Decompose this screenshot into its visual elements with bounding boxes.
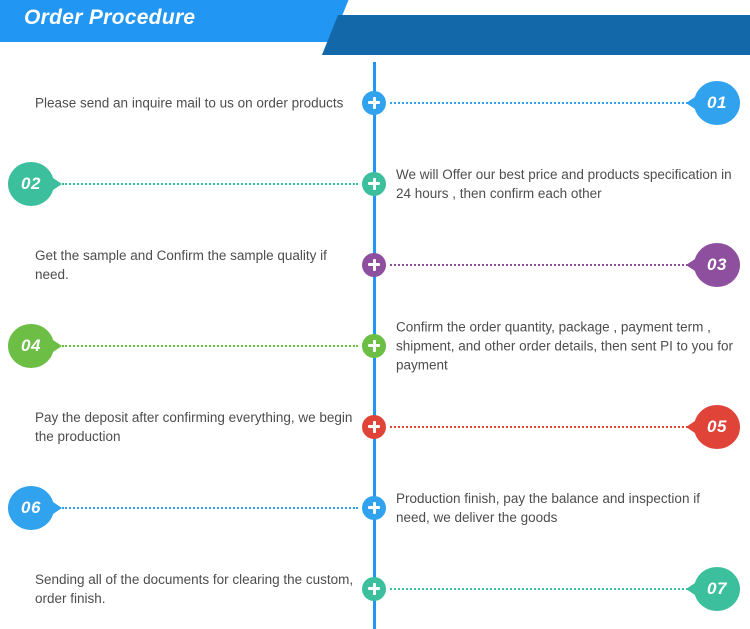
step-number-label: 05 bbox=[707, 416, 727, 436]
timeline-step-row: Please send an inquire mail to us on ord… bbox=[0, 62, 750, 143]
page-header: Order Procedure bbox=[0, 0, 750, 62]
step-number-badge: 07 bbox=[686, 566, 740, 611]
step-number-badge: 02 bbox=[8, 161, 62, 206]
header-band-dark bbox=[321, 15, 750, 55]
timeline-step-row: Sending all of the documents for clearin… bbox=[0, 548, 750, 629]
step-connector-line bbox=[62, 506, 358, 509]
plus-circle-icon bbox=[362, 333, 386, 358]
step-connector-line bbox=[390, 587, 688, 590]
step-number-label: 01 bbox=[707, 92, 727, 112]
step-connector-line bbox=[62, 182, 358, 185]
step-number-badge: 04 bbox=[8, 323, 62, 368]
step-number-badge: 03 bbox=[686, 242, 740, 287]
plus-circle-icon bbox=[362, 90, 386, 115]
step-description: Confirm the order quantity, package , pa… bbox=[396, 319, 733, 372]
page-title: Order Procedure bbox=[24, 6, 196, 29]
step-number-badge: 05 bbox=[686, 404, 740, 449]
step-description: Production finish, pay the balance and i… bbox=[396, 490, 700, 525]
step-description: Sending all of the documents for clearin… bbox=[35, 571, 354, 606]
step-number-label: 02 bbox=[21, 173, 41, 193]
step-description: We will Offer our best price and product… bbox=[396, 166, 732, 201]
timeline-step-row: Get the sample and Confirm the sample qu… bbox=[0, 224, 750, 305]
plus-circle-icon bbox=[362, 576, 386, 601]
step-number-label: 04 bbox=[21, 335, 41, 355]
timeline-step-row: We will Offer our best price and product… bbox=[0, 143, 750, 224]
plus-circle-icon bbox=[362, 495, 386, 520]
step-connector-line bbox=[390, 263, 688, 266]
step-connector-line bbox=[62, 344, 358, 347]
plus-circle-icon bbox=[362, 171, 386, 196]
plus-circle-icon bbox=[362, 414, 386, 439]
step-number-label: 07 bbox=[707, 578, 727, 598]
step-connector-line bbox=[390, 425, 688, 428]
timeline-step-row: Pay the deposit after confirming everyth… bbox=[0, 386, 750, 467]
step-connector-line bbox=[390, 101, 688, 104]
step-number-label: 03 bbox=[707, 254, 727, 274]
step-number-badge: 06 bbox=[8, 485, 62, 530]
step-description: Please send an inquire mail to us on ord… bbox=[35, 95, 344, 110]
step-description: Get the sample and Confirm the sample qu… bbox=[35, 247, 327, 282]
timeline-step-row: Production finish, pay the balance and i… bbox=[0, 467, 750, 548]
timeline-step-row: Confirm the order quantity, package , pa… bbox=[0, 305, 750, 386]
order-procedure-timeline: Please send an inquire mail to us on ord… bbox=[0, 62, 750, 629]
step-description: Pay the deposit after confirming everyth… bbox=[35, 409, 353, 444]
step-number-label: 06 bbox=[21, 497, 41, 517]
plus-circle-icon bbox=[362, 252, 386, 277]
step-number-badge: 01 bbox=[686, 80, 740, 125]
